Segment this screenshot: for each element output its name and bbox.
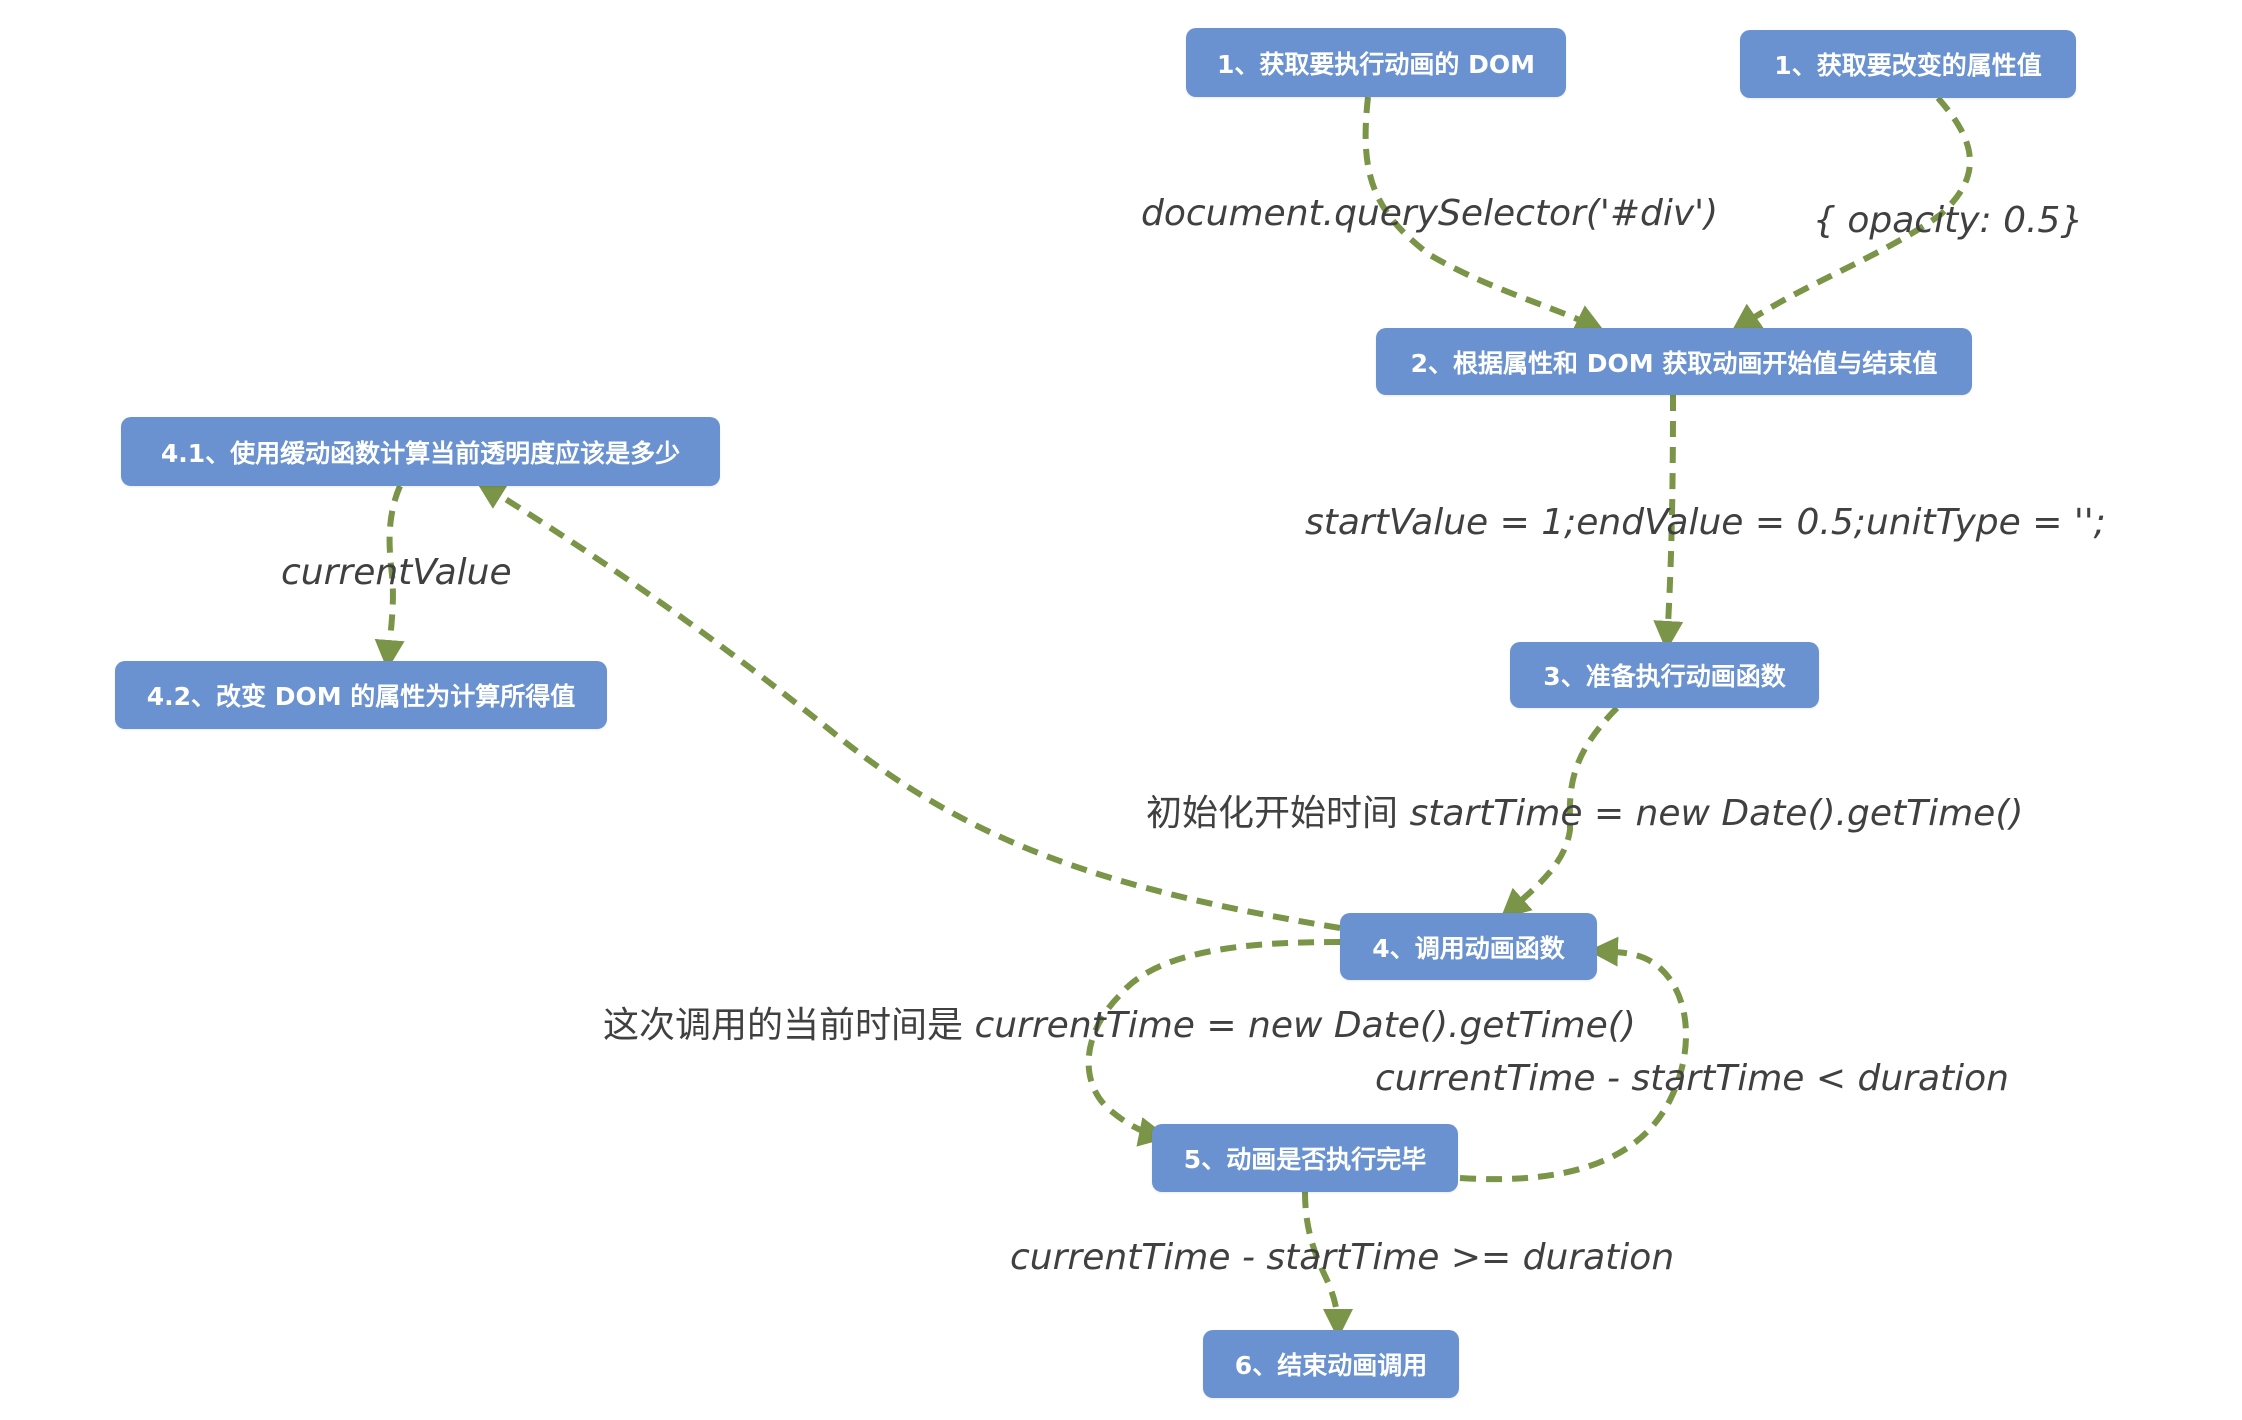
node-change: 4.2、改变 DOM 的属性为计算所得值 — [115, 661, 607, 729]
edge-values-to-prepare — [1653, 394, 1684, 651]
label-start-end-values: startValue = 1;endValue = 0.5;unitType =… — [1305, 505, 2106, 541]
node-get-props: 1、获取要改变的属性值 — [1740, 30, 2076, 98]
node-calc: 4.1、使用缓动函数计算当前透明度应该是多少 — [121, 417, 720, 486]
label-start-end-values-text: startValue = 1;endValue = 0.5;unitType =… — [1305, 502, 2106, 543]
node-get-values: 2、根据属性和 DOM 获取动画开始值与结束值 — [1376, 328, 1972, 395]
edge-call-to-calc — [475, 480, 1341, 931]
label-current-value-text: currentValue — [281, 552, 512, 593]
edge-dom-to-values — [1362, 96, 1606, 333]
edge-call-to-check — [1085, 939, 1341, 1147]
edge-calc-to-change — [374, 484, 405, 670]
label-init-start-time-prefix: 初始化开始时间 — [1146, 793, 1410, 834]
node-end: 6、结束动画调用 — [1203, 1330, 1459, 1398]
edge-props-to-values — [1730, 96, 1973, 334]
edge-prepare-to-call — [1500, 705, 1620, 919]
label-current-time-prefix: 这次调用的当前时间是 — [603, 1005, 975, 1046]
label-less-than-duration-text: currentTime - startTime < duration — [1375, 1058, 2009, 1099]
node-call: 4、调用动画函数 — [1340, 913, 1597, 980]
node-prepare: 3、准备执行动画函数 — [1510, 642, 1819, 708]
label-greater-equal-duration-text: currentTime - startTime >= duration — [1010, 1237, 1675, 1278]
label-init-start-time: 初始化开始时间 startTime = new Date().getTime() — [1146, 796, 2023, 832]
label-current-time: 这次调用的当前时间是 currentTime = new Date().getT… — [603, 1008, 1636, 1044]
node-get-dom: 1、获取要执行动画的 DOM — [1186, 28, 1566, 97]
label-current-time-code: currentTime = new Date().getTime() — [974, 1005, 1636, 1046]
label-less-than-duration: currentTime - startTime < duration — [1375, 1061, 2009, 1097]
label-current-value: currentValue — [281, 555, 512, 591]
label-query-selector-text: document.querySelector('#div') — [1141, 193, 1719, 234]
edge-check-to-call — [1459, 936, 1689, 1183]
label-query-selector: document.querySelector('#div') — [1141, 196, 1718, 232]
node-check: 5、动画是否执行完毕 — [1152, 1124, 1458, 1192]
edge-check-to-end — [1302, 1191, 1353, 1339]
label-opacity: { opacity: 0.5} — [1813, 203, 2083, 239]
label-greater-equal-duration: currentTime - startTime >= duration — [1010, 1240, 1674, 1276]
label-init-start-time-code: startTime = new Date().getTime() — [1409, 793, 2024, 834]
label-opacity-text: { opacity: 0.5} — [1813, 200, 2084, 241]
